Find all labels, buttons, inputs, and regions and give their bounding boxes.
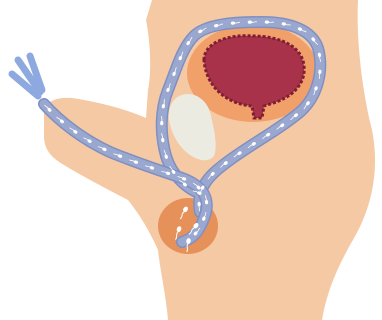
ejaculate-burst (12, 56, 42, 96)
